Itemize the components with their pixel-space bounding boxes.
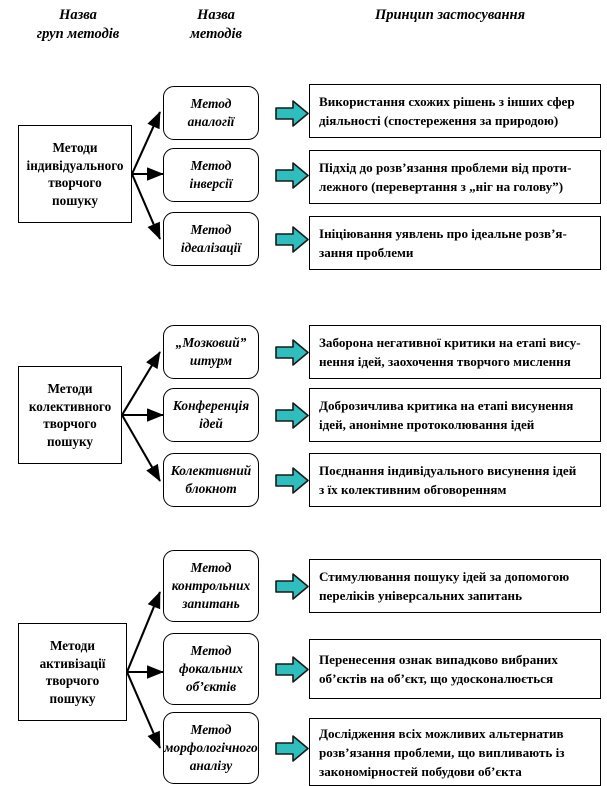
description-box-idea-conference[interactable]: Доброзичлива критика на етапі висунення …: [309, 388, 601, 442]
connector-group-individual: [131, 111, 164, 240]
block-arrow-right-icon: [275, 572, 309, 601]
method-box-collective-notebook[interactable]: Колективний блокнот: [163, 453, 259, 507]
block-arrow-right-icon: [275, 734, 309, 763]
method-box-idea-conference[interactable]: Конференція ідей: [163, 388, 259, 442]
block-arrow-right-icon: [275, 99, 309, 128]
column-header-method-names: Назва методів: [189, 7, 243, 42]
method-box-inversion[interactable]: Метод інверсії: [163, 148, 259, 202]
description-box-idealization[interactable]: Ініціювання уявлень про ідеальне розв’я-…: [309, 216, 601, 270]
block-arrow-right-icon: [275, 655, 309, 684]
group-box-activation[interactable]: Методи активізації творчого пошуку: [18, 623, 127, 721]
block-arrow-right-icon: [275, 161, 309, 190]
description-box-collective-notebook[interactable]: Поєднання індивідуального висунення ідей…: [309, 453, 601, 507]
description-box-morphological-analysis[interactable]: Дослідження всіх можливих альтернатив ро…: [309, 718, 601, 786]
description-box-inversion[interactable]: Підхід до розв’язання проблеми від проти…: [309, 150, 601, 204]
block-arrow-right-icon: [275, 338, 309, 367]
method-box-analogy[interactable]: Метод аналогії: [163, 86, 259, 140]
group-box-collective[interactable]: Методи колективного творчого пошуку: [18, 366, 122, 464]
description-box-brainstorm[interactable]: Заборона негативної критики на етапі вис…: [309, 325, 601, 379]
connector-group-activation: [126, 591, 164, 749]
block-arrow-right-icon: [275, 401, 309, 430]
description-box-focal-objects[interactable]: Перенесення ознак випадково вибраних об’…: [309, 639, 601, 699]
description-box-analogy[interactable]: Використання схожих рішень з інших сфер …: [309, 84, 601, 138]
method-box-brainstorm[interactable]: „Мозковий” штурм: [163, 325, 259, 379]
block-arrow-right-icon: [275, 466, 309, 495]
method-box-morphological-analysis[interactable]: Метод морфологічного аналізу: [163, 712, 259, 784]
method-box-control-questions[interactable]: Метод контрольних запитань: [163, 550, 259, 622]
group-box-individual[interactable]: Методи індивідуального творчого пошуку: [18, 125, 132, 223]
column-header-group-names: Назва груп методів: [36, 7, 120, 42]
method-box-focal-objects[interactable]: Метод фокальних об’єктів: [163, 633, 259, 705]
column-header-principle: Принцип застосування: [374, 7, 526, 23]
connector-group-collective: [121, 351, 164, 482]
method-box-idealization[interactable]: Метод ідеалізації: [163, 212, 259, 266]
block-arrow-right-icon: [275, 225, 309, 254]
description-box-control-questions[interactable]: Стимулювання пошуку ідей за допомогою пе…: [309, 559, 601, 613]
